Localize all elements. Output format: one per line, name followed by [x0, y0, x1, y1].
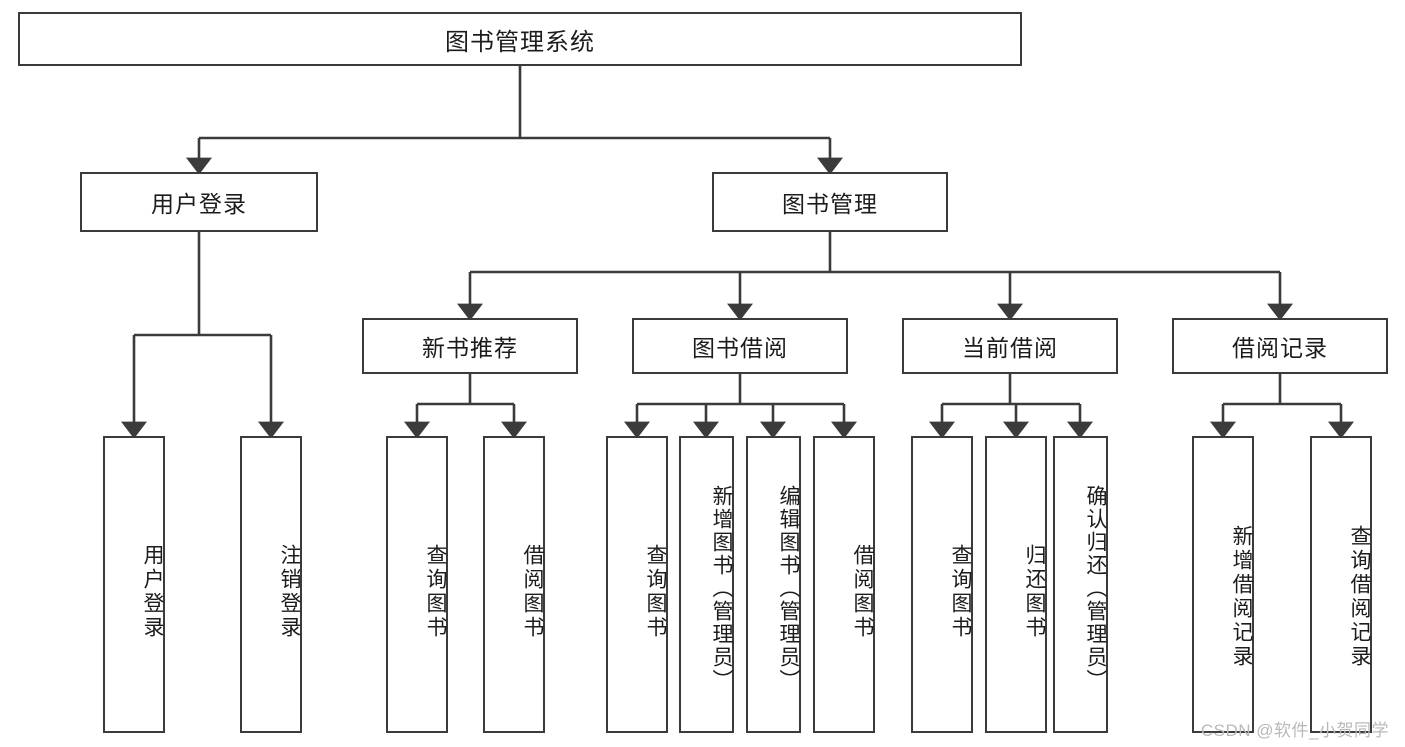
node-leaf-query-book-3[interactable]: 查询图书 [911, 436, 973, 733]
node-leaf-add-book[interactable]: 新增图书（管理员） [679, 436, 734, 733]
node-leaf-confirm-return[interactable]: 确认归还（管理员） [1053, 436, 1108, 733]
node-leaf-query-record-label: 查询借阅记录 [1348, 524, 1371, 669]
node-root-system[interactable]: 图书管理系统 [18, 12, 1022, 66]
node-leaf-user-login[interactable]: 用户登录 [103, 436, 165, 733]
node-leaf-query-book-1-label: 查询图书 [424, 543, 447, 640]
node-leaf-add-record-label: 新增借阅记录 [1230, 524, 1253, 669]
node-leaf-query-book-1[interactable]: 查询图书 [386, 436, 448, 733]
node-current-borrow[interactable]: 当前借阅 [902, 318, 1118, 374]
node-leaf-borrow-book-2-label: 借阅图书 [851, 543, 874, 640]
node-user-login[interactable]: 用户登录 [80, 172, 318, 232]
node-leaf-query-book-3-label: 查询图书 [949, 543, 972, 640]
node-leaf-confirm-return-label: 确认归还（管理员） [1084, 485, 1107, 692]
node-borrow-record-label: 借阅记录 [1232, 335, 1328, 361]
node-leaf-query-book-2-label: 查询图书 [644, 543, 667, 640]
node-leaf-logout[interactable]: 注销登录 [240, 436, 302, 733]
node-book-borrow[interactable]: 图书借阅 [632, 318, 848, 374]
node-book-borrow-label: 图书借阅 [692, 335, 788, 361]
node-leaf-borrow-book-1-label: 借阅图书 [521, 543, 544, 640]
node-borrow-record[interactable]: 借阅记录 [1172, 318, 1388, 374]
node-book-manage-label: 图书管理 [782, 191, 878, 217]
node-leaf-query-book-2[interactable]: 查询图书 [606, 436, 668, 733]
node-root-label: 图书管理系统 [445, 28, 595, 56]
node-new-book-recommend-label: 新书推荐 [422, 335, 518, 361]
watermark-text: CSDN @软件_小贺同学 [1200, 721, 1389, 740]
node-current-borrow-label: 当前借阅 [962, 335, 1058, 361]
node-leaf-query-record[interactable]: 查询借阅记录 [1310, 436, 1372, 733]
node-leaf-return-book[interactable]: 归还图书 [985, 436, 1047, 733]
node-new-book-recommend[interactable]: 新书推荐 [362, 318, 578, 374]
node-book-manage[interactable]: 图书管理 [712, 172, 948, 232]
node-leaf-logout-label: 注销登录 [278, 543, 301, 640]
node-leaf-add-record[interactable]: 新增借阅记录 [1192, 436, 1254, 733]
node-user-login-label: 用户登录 [151, 191, 247, 217]
node-leaf-edit-book[interactable]: 编辑图书（管理员） [746, 436, 801, 733]
node-leaf-user-login-label: 用户登录 [141, 543, 164, 640]
node-leaf-add-book-label: 新增图书（管理员） [710, 485, 733, 692]
node-leaf-return-book-label: 归还图书 [1023, 543, 1046, 640]
node-leaf-borrow-book-1[interactable]: 借阅图书 [483, 436, 545, 733]
node-leaf-borrow-book-2[interactable]: 借阅图书 [813, 436, 875, 733]
node-leaf-edit-book-label: 编辑图书（管理员） [777, 485, 800, 692]
